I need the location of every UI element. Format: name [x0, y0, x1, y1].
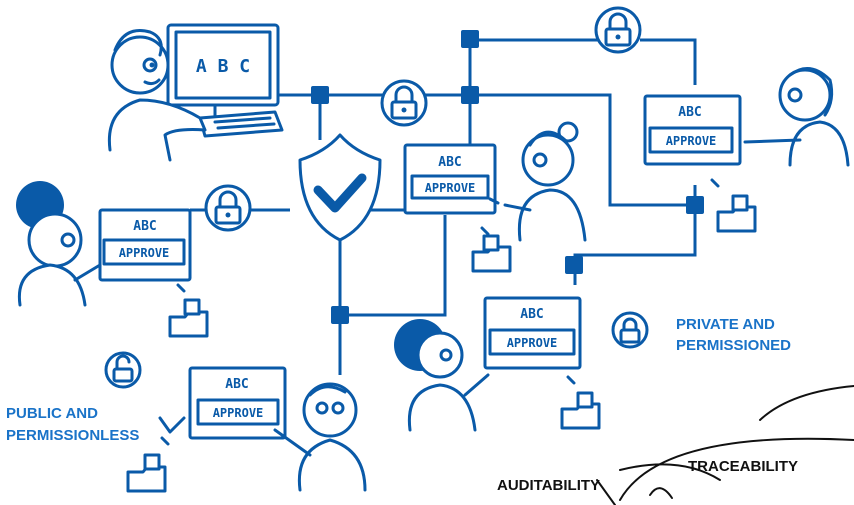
private-label-line2: PERMISSIONED — [676, 337, 791, 354]
traceability-label: TRACEABILITY — [688, 458, 798, 475]
approve-button[interactable]: APPROVE — [213, 406, 264, 420]
document-header: ABC — [678, 105, 701, 120]
person-icon — [273, 382, 367, 492]
folder-icon — [710, 178, 757, 233]
approve-button[interactable]: APPROVE — [119, 246, 170, 260]
person-icon — [16, 181, 102, 307]
shield-check-icon — [298, 133, 382, 242]
lock-icon — [204, 184, 252, 232]
folder-icon — [126, 436, 170, 493]
lock-icon — [594, 6, 642, 54]
document-center: ABC APPROVE — [403, 143, 497, 215]
arrow-icon — [158, 416, 186, 434]
document-top-right: ABC APPROVE — [643, 94, 742, 166]
folder-icon — [471, 226, 512, 273]
lock-icon — [611, 311, 649, 349]
lock-icon — [380, 79, 428, 127]
document-bottom-left: ABC APPROVE — [188, 366, 287, 440]
person-icon — [394, 319, 490, 432]
folder-icon — [168, 283, 209, 338]
folder-icon — [560, 375, 601, 430]
document-header: ABC — [225, 377, 248, 392]
computer-screen-text: A B C — [196, 56, 250, 77]
approve-button[interactable]: APPROVE — [507, 336, 558, 350]
document-header: ABC — [438, 155, 461, 170]
document-left: ABC APPROVE — [98, 208, 192, 282]
public-label-line1: PUBLIC AND — [6, 405, 98, 422]
traceability-panel — [596, 385, 854, 505]
document-header: ABC — [133, 219, 156, 234]
unlock-icon — [104, 351, 142, 389]
private-label-line1: PRIVATE AND — [676, 316, 775, 333]
auditability-label: AUDITABILITY — [497, 477, 600, 494]
person-icon — [488, 121, 587, 242]
document-header: ABC — [520, 307, 543, 322]
approve-button[interactable]: APPROVE — [425, 181, 476, 195]
person-icon — [743, 67, 850, 167]
network-nodes — [311, 30, 704, 324]
person-icon — [107, 29, 207, 162]
document-bottom-mid: ABC APPROVE — [483, 296, 582, 370]
approve-button[interactable]: APPROVE — [666, 134, 717, 148]
public-label-line2: PERMISSIONLESS — [6, 427, 139, 444]
